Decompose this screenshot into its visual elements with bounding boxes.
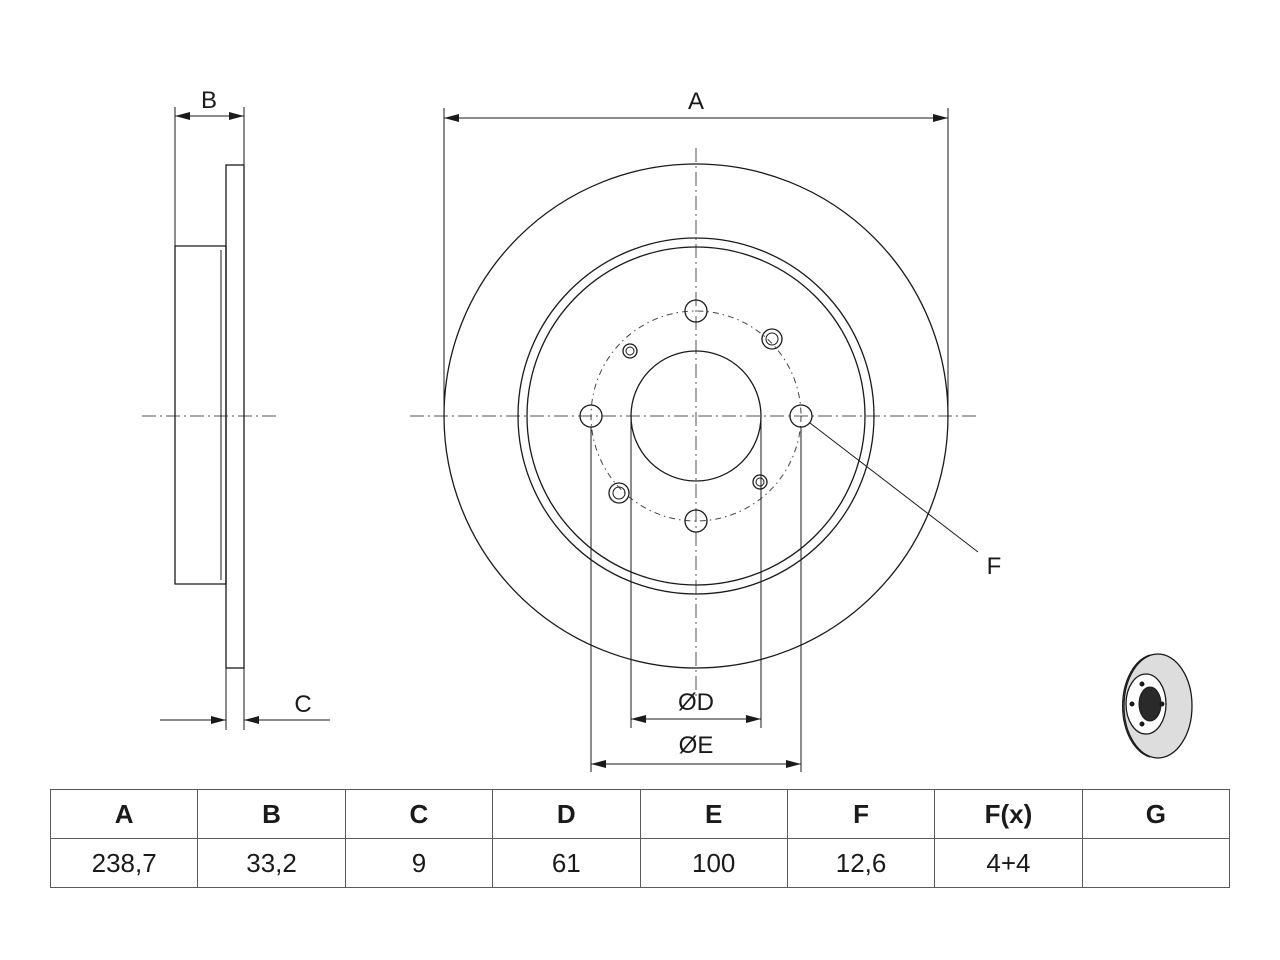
value-e: 100: [639, 838, 788, 888]
bolt-circle: [590, 310, 802, 522]
locating-hole-core: [755, 477, 765, 487]
header-b: B: [197, 789, 346, 839]
thumb-center-bore: [1138, 686, 1162, 722]
header-c: C: [344, 789, 494, 839]
locating-hole: [752, 474, 768, 490]
front-view: A ØD ØE F: [410, 88, 1001, 772]
header-g: G: [1081, 789, 1231, 839]
thumb-bolt-hole: [1159, 701, 1165, 707]
locating-hole: [622, 343, 638, 359]
threaded-hole-core: [612, 486, 626, 500]
bolt-hole: [684, 509, 708, 533]
dim-e-label: ØE: [679, 732, 714, 759]
value-a: 238,7: [49, 838, 199, 888]
side-view: B C: [142, 87, 330, 730]
threaded-hole-core: [765, 332, 779, 346]
value-fx: 4+4: [934, 838, 1083, 888]
side-friction-ring: [225, 164, 245, 669]
thumb-bolt-hole: [1129, 701, 1135, 707]
spec-table-value-row: 238,7 33,2 9 61 100 12,6 4+4: [49, 838, 1231, 888]
thumb-disc-edge: [1121, 654, 1151, 758]
side-hat: [174, 245, 227, 585]
hat-rim-inner: [526, 246, 866, 586]
spec-table: A B C D E F F(x) G 238,7 33,2 9 61 100 1…: [49, 789, 1231, 888]
value-b: 33,2: [197, 838, 346, 888]
threaded-hole: [761, 328, 783, 350]
spec-table-header-row: A B C D E F F(x) G: [49, 789, 1231, 839]
dim-d-label: ØD: [678, 689, 714, 716]
dim-a-arrow-right: [933, 114, 948, 122]
value-c: 9: [344, 838, 494, 888]
thumb-bolt-hole: [1139, 721, 1145, 727]
dim-c-arrow-right: [244, 716, 259, 724]
value-f: 12,6: [786, 838, 936, 888]
threaded-hole: [608, 482, 630, 504]
dim-e-arrow-left: [591, 760, 606, 768]
dim-d-arrow-right: [746, 715, 761, 723]
header-e: E: [639, 789, 788, 839]
dim-f-label: F: [987, 553, 1002, 580]
dim-b-label: B: [201, 87, 217, 114]
dim-a-arrow-left: [444, 114, 459, 122]
dim-b-arrow-right: [229, 112, 244, 120]
header-a: A: [49, 789, 199, 839]
dim-f-leader: [809, 422, 979, 553]
dim-e-arrow-right: [786, 760, 801, 768]
dim-c-label: C: [294, 691, 311, 718]
thumb-bolt-hole: [1139, 681, 1145, 687]
header-fx: F(x): [934, 789, 1083, 839]
hat-rim-outer: [517, 237, 875, 595]
dim-b-arrow-left: [175, 112, 190, 120]
value-g: [1081, 838, 1231, 888]
value-d: 61: [492, 838, 641, 888]
locating-hole-core: [625, 346, 635, 356]
header-f: F: [786, 789, 936, 839]
header-d: D: [492, 789, 641, 839]
dim-d-arrow-left: [631, 715, 646, 723]
bolt-hole: [684, 299, 708, 323]
dim-c-arrow-left: [211, 716, 226, 724]
disc-thumbnail: [1121, 653, 1193, 759]
dim-a-label: A: [688, 88, 704, 115]
